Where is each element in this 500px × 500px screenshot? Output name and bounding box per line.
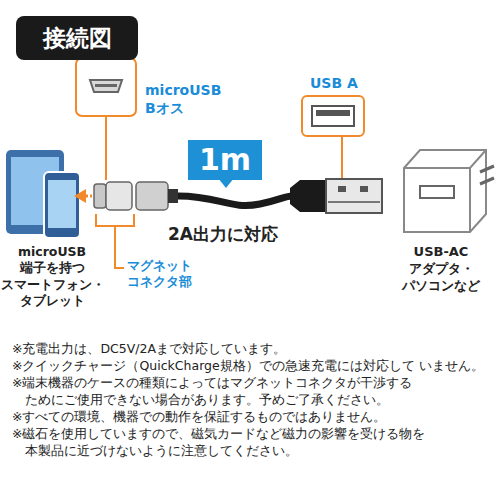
strain-relief [168,189,178,203]
plug-body [136,182,168,210]
note-text: ※磁石を使用していますので、磁気カードなど磁力の影響を受ける物を 本製品に近づけ… [12,425,492,459]
part-label: microUSB Bオス [145,82,235,117]
notes-area: ※充電出力は、DC5V/2Aまで対応しています。※クイックチャージ（QuickC… [12,340,492,459]
plug-hole [338,186,346,192]
microusb-port [90,80,122,92]
phone-screen [48,180,76,228]
arrow-head [74,189,86,203]
length-callout: 1m [188,140,262,180]
adapter-prongs [480,166,494,184]
plug-hole [360,186,368,192]
leader-line [341,136,343,178]
adapter-edge [404,150,486,232]
note-text: ※充電出力は、DC5V/2Aまで対応しています。 [12,340,492,357]
ac-adapter [404,150,486,232]
adapter-port [420,186,454,198]
magnet-tip [94,184,106,208]
note-text: ※クイックチャージ（QuickCharge規格）での急速充電には対応して いませ… [12,357,492,374]
usba-tongue [316,110,350,116]
port-tongue [95,84,117,87]
usba-plug-body [290,180,326,212]
smartphone [44,172,80,238]
part-label: USB A [310,75,380,92]
cable [178,196,292,205]
device-label: USB-AC アダプタ・ パソコンなど [386,244,496,295]
spec-label: 2A出力に対応 [168,224,308,244]
callout-frame [76,58,136,116]
device-label: microUSB 端子を持つ スマートフォン・ タブレット [1,244,103,309]
length-text: 1m [199,142,251,177]
bracket [96,214,134,226]
arrow-dots [86,195,92,198]
note-text: ※すべての環境、機器での動作を保証するものではありません。 [12,408,492,425]
note-text: ※端末機器のケースの種類によってはマグネットコネクタが干渉する ためにご使用でき… [12,374,492,408]
magnet-connector [106,182,132,210]
usba-port [312,106,354,126]
part-label: マグネット コネクタ部 [127,258,217,291]
leader-line [115,226,124,268]
callout-frame [302,96,364,136]
title-bar: 接続図 [16,16,138,60]
usba-plug-metal [326,179,382,213]
plug-line [328,201,380,203]
leader-line [105,116,107,180]
